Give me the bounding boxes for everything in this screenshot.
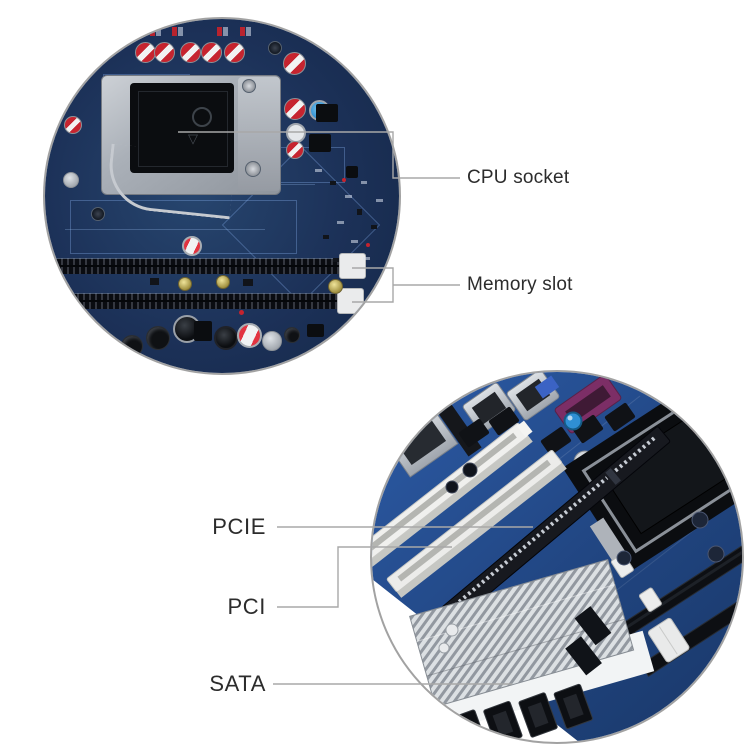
smd-component	[243, 279, 253, 286]
capacitor	[146, 326, 170, 350]
pcb-trace	[70, 200, 297, 254]
smd-component	[172, 27, 177, 36]
capacitor-highlight	[567, 415, 573, 421]
chip	[307, 324, 324, 337]
memory-slot-1	[45, 258, 355, 274]
inductor	[214, 326, 238, 350]
capacitor	[616, 550, 632, 566]
capacitor	[445, 623, 459, 637]
capacitor	[284, 327, 300, 343]
memory-slot-1-latch	[339, 253, 366, 279]
chip	[316, 104, 338, 122]
smd-component	[178, 27, 183, 36]
smd-component	[345, 195, 352, 198]
capacitor	[262, 331, 282, 351]
smd-component	[376, 199, 383, 202]
smd-component	[217, 27, 222, 36]
capacitor	[445, 480, 459, 494]
smd-component	[361, 181, 367, 184]
pci-label: PCI	[227, 594, 266, 619]
expansion-slots-zoom-circle	[370, 370, 744, 744]
capacitor-blue	[563, 411, 583, 431]
mosfets	[458, 402, 636, 456]
capacitor	[286, 123, 306, 143]
capacitor	[224, 42, 245, 63]
cpu-area-zoom-circle: ▽	[43, 17, 401, 375]
pcie-label: PCIE	[212, 514, 266, 539]
memory-slot-2	[45, 293, 351, 309]
capacitor	[707, 545, 725, 563]
socket-screw	[245, 161, 261, 177]
capacitor	[201, 42, 222, 63]
socket-screw	[242, 79, 256, 93]
capacitor	[180, 42, 201, 63]
smd-component	[150, 27, 155, 36]
chip	[194, 321, 212, 341]
capacitor	[283, 52, 306, 75]
capacitor	[121, 335, 143, 357]
capacitor	[154, 42, 175, 63]
smd-component	[342, 178, 346, 182]
capacitor	[178, 277, 192, 291]
smd-component	[246, 27, 251, 36]
smd-component	[315, 169, 322, 172]
chip	[346, 166, 358, 178]
capacitor	[438, 642, 450, 654]
capacitor	[237, 323, 262, 348]
capacitor	[216, 275, 230, 289]
memory-slot-label: Memory slot	[467, 274, 573, 295]
smd-component	[351, 240, 358, 243]
memory-slot-2-latch	[337, 288, 364, 314]
sata-label: SATA	[209, 671, 266, 696]
capacitor	[63, 172, 79, 188]
capacitor	[462, 462, 478, 478]
sata-connectors	[565, 606, 612, 676]
smd-component	[150, 278, 159, 285]
smd-component	[240, 27, 245, 36]
smd-component	[239, 310, 244, 315]
mounting-hole	[268, 41, 282, 55]
capacitor	[286, 141, 304, 159]
smd-component	[366, 243, 370, 247]
cpu-socket-label: CPU socket	[467, 167, 570, 188]
pci-slot	[372, 420, 533, 571]
capacitor	[182, 236, 202, 256]
memory-latch	[638, 587, 662, 612]
smd-component	[363, 257, 370, 260]
pcb-trace	[273, 147, 345, 183]
chip	[309, 134, 331, 152]
pcb-trace	[65, 229, 265, 230]
atx-power-connector	[647, 617, 690, 663]
motherboard-angled-view	[372, 372, 742, 742]
smd-component	[333, 258, 339, 262]
capacitor	[135, 42, 156, 63]
vga-connector	[534, 375, 560, 399]
socket-cover-triangle: ▽	[188, 131, 198, 146]
smd-component	[323, 235, 329, 239]
smd-component	[330, 181, 336, 185]
capacitor	[691, 511, 709, 529]
mounting-hole	[91, 207, 105, 221]
smd-component	[357, 209, 362, 215]
capacitor	[64, 116, 82, 134]
smd-component	[337, 221, 344, 224]
smd-component	[223, 27, 228, 36]
smd-component	[371, 225, 377, 229]
capacitor	[328, 279, 343, 294]
capacitor	[284, 98, 306, 120]
smd-component	[156, 27, 161, 36]
socket-cover-emblem	[192, 107, 212, 127]
